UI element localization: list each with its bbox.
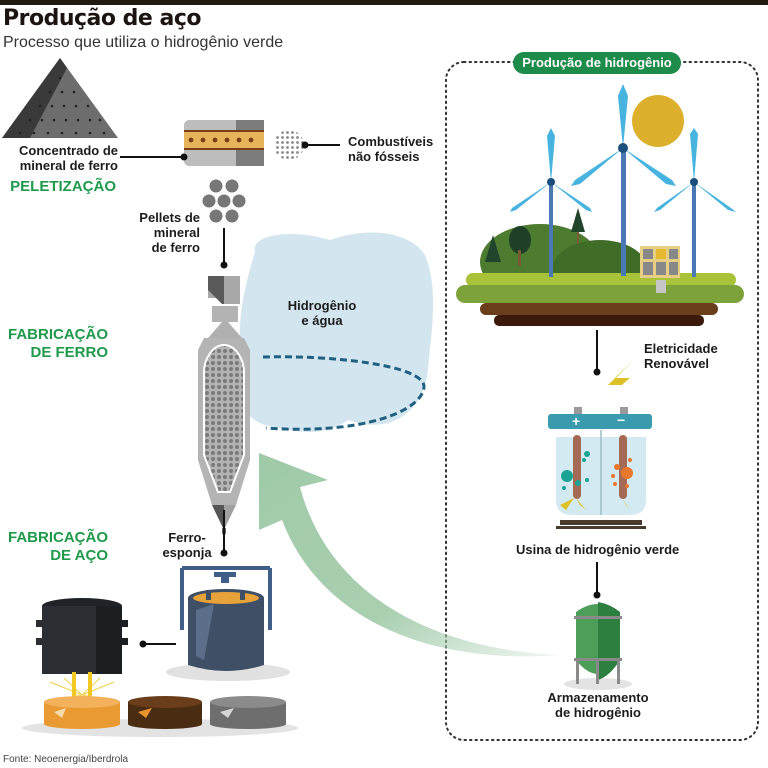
source-credit: Fonte: Neoenergia/Iberdrola <box>3 754 129 765</box>
fuel-ball-icon <box>274 130 304 160</box>
stage-iron-making: FABRICAÇÃO DE FERRO <box>8 326 108 361</box>
green-hydrogen-plant-label: Usina de hidrogênio verde <box>516 542 680 557</box>
lightning-bolt-icon <box>593 360 633 410</box>
page-subtitle: Processo que utiliza o hidrogênio verde <box>3 34 284 51</box>
grey-steel-disc <box>210 696 286 729</box>
hydrogen-panel-title: Produção de hidrogênio <box>513 52 681 74</box>
electrode-plus-sign: + <box>572 413 581 429</box>
ladle-icon <box>166 566 290 681</box>
molten-steel-disc <box>44 696 120 729</box>
pelletizer-icon <box>184 120 264 166</box>
page-title: Produção de aço <box>3 6 202 31</box>
hydrogen-storage-label: Armazenamento de hidrogênio <box>547 690 649 720</box>
top-bar <box>0 0 768 5</box>
renewable-electricity-label: Eletricidade Renovável <box>644 341 718 371</box>
non-fossil-fuels-label: Combustíveis não fósseis <box>348 134 434 164</box>
pellets-icon <box>202 179 246 223</box>
pellets-label: Pellets de mineral de ferro <box>139 210 200 255</box>
solar-panel-icon <box>640 246 680 293</box>
renewable-landscape-icon <box>456 95 744 326</box>
shaft-furnace-icon <box>198 276 250 534</box>
hydrogen-water-cloud <box>239 232 434 432</box>
sponge-iron-label: Ferro- esponja <box>162 530 212 560</box>
iron-ore-pile-icon <box>2 58 118 138</box>
electrolyzer-icon <box>548 407 652 529</box>
wind-turbine-icon <box>571 84 676 276</box>
hydrogen-water-label: Hidrogênio e água <box>287 298 357 328</box>
recirculation-dashed-line <box>262 355 426 431</box>
hydrogen-tank-icon <box>564 602 632 690</box>
wind-turbine-icon <box>510 128 592 277</box>
iron-ore-concentrate-label: Concentrado de mineral de ferro <box>19 143 118 173</box>
stage-pelletizing: PELETIZAÇÃO <box>10 178 116 195</box>
sun-icon <box>632 95 684 147</box>
arc-furnace-icon <box>36 598 128 712</box>
bronze-steel-disc <box>128 696 202 729</box>
hydrogen-supply-arrow <box>259 453 560 657</box>
wind-turbine-icon <box>654 128 736 277</box>
stage-steel-making: FABRICAÇÃO DE AÇO <box>8 529 108 564</box>
electrode-minus-sign: − <box>617 412 626 428</box>
